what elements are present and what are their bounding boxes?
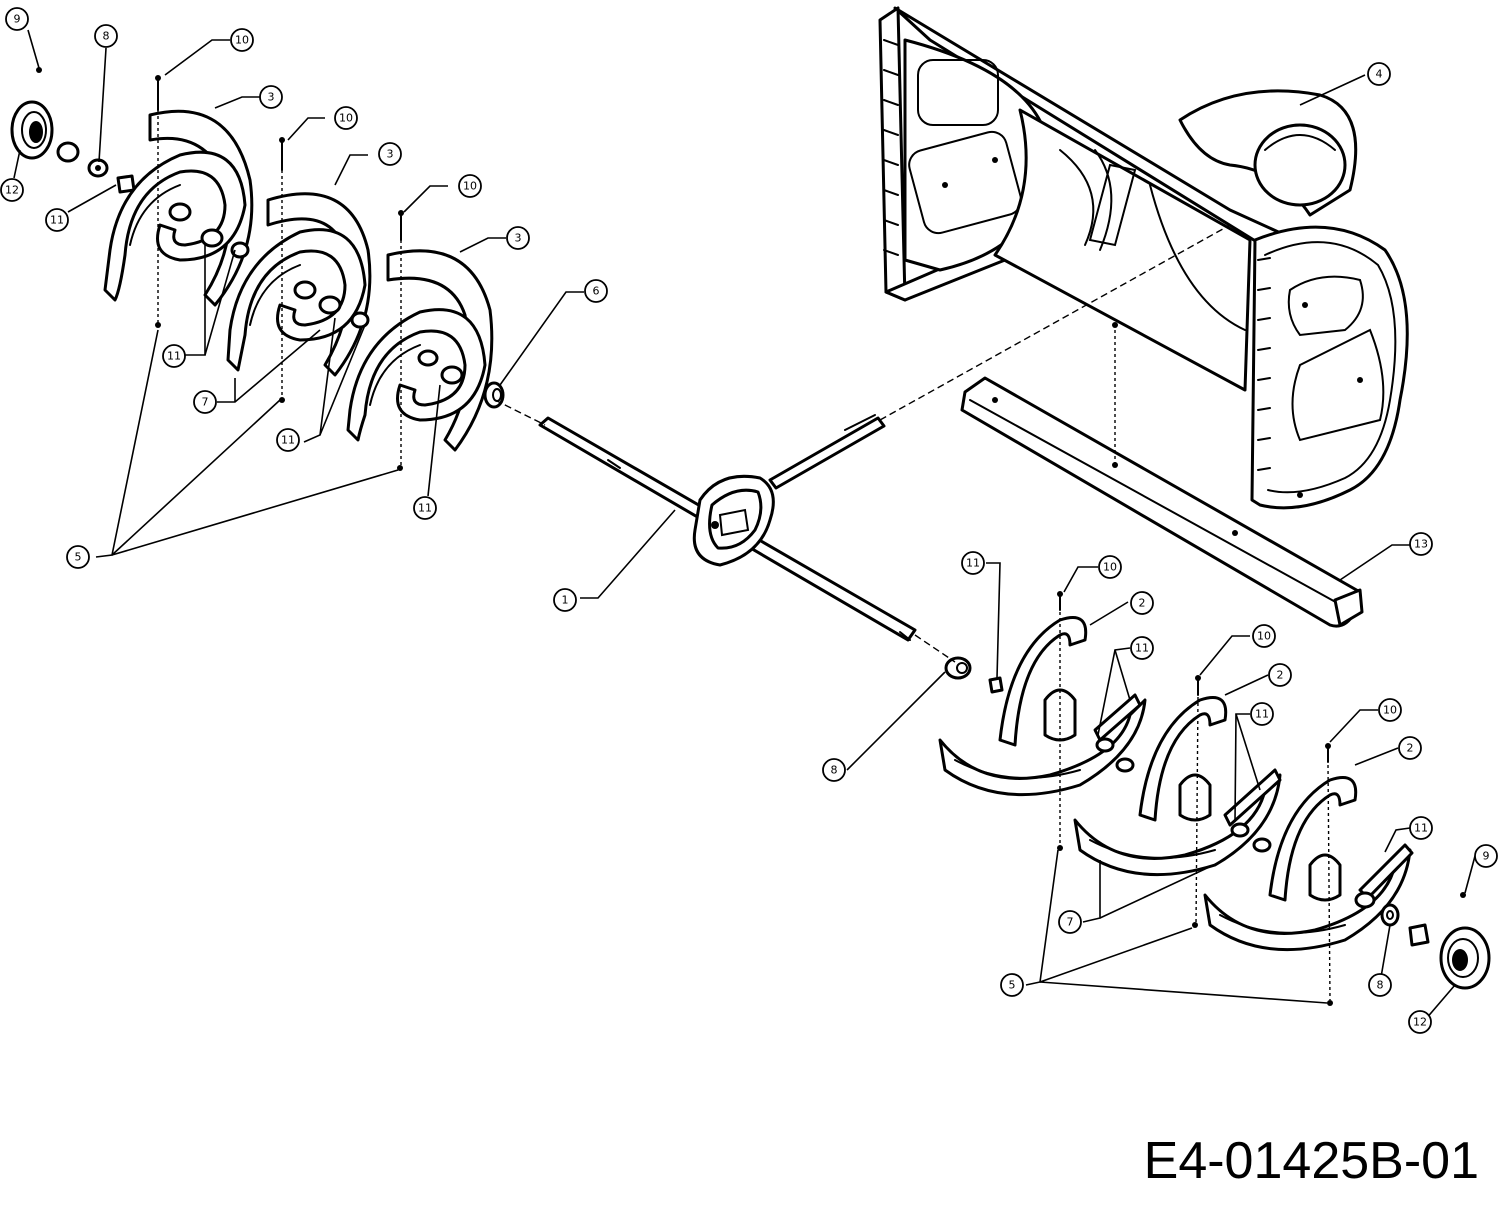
callout-1: 1: [553, 588, 577, 612]
auger-housing: [878, 6, 1409, 510]
auger-flight-left-3: [346, 249, 494, 452]
svg-text:11: 11: [50, 214, 64, 227]
svg-text:11: 11: [1255, 708, 1269, 721]
bearing-left: [10, 67, 136, 194]
callout-10: 10: [1252, 624, 1276, 648]
callout-11: 11: [162, 344, 186, 368]
auger-flight-right-2: [1073, 696, 1282, 877]
svg-text:2: 2: [1407, 742, 1414, 755]
auger-flight-left-1: [103, 109, 254, 307]
svg-text:11: 11: [281, 434, 295, 447]
svg-text:12: 12: [5, 184, 19, 197]
callout-9: 9: [5, 7, 29, 31]
callout-8: 8: [1368, 973, 1392, 997]
callout-12: 12: [1408, 1010, 1432, 1034]
callout-11: 11: [413, 496, 437, 520]
fasteners: [155, 75, 1333, 1006]
center-lines: [157, 110, 1331, 1001]
callout-7: 7: [193, 390, 217, 414]
svg-text:10: 10: [235, 34, 249, 47]
svg-text:3: 3: [268, 91, 275, 104]
callouts: 9 8 10 3 4 12 11 10 3 10 3 11 7 11 11 6 …: [0, 7, 1498, 1034]
svg-text:8: 8: [103, 30, 110, 43]
svg-text:10: 10: [1257, 630, 1271, 643]
svg-text:6: 6: [593, 285, 600, 298]
svg-text:8: 8: [831, 764, 838, 777]
svg-text:5: 5: [75, 551, 82, 564]
svg-text:4: 4: [1376, 68, 1383, 81]
callout-5: 5: [1000, 973, 1024, 997]
callout-10: 10: [334, 106, 358, 130]
svg-text:11: 11: [1135, 642, 1149, 655]
callout-11: 11: [1130, 636, 1154, 660]
callout-12: 12: [0, 178, 24, 202]
callout-3: 3: [259, 85, 283, 109]
drawing-code: E4-01425B-01: [1143, 1132, 1479, 1190]
svg-text:11: 11: [167, 350, 181, 363]
callout-10: 10: [230, 28, 254, 52]
svg-text:7: 7: [1067, 916, 1074, 929]
svg-text:10: 10: [339, 112, 353, 125]
auger-flight-right-3: [1203, 776, 1414, 952]
callout-10: 10: [1098, 555, 1122, 579]
callout-2: 2: [1398, 736, 1422, 760]
callout-11: 11: [961, 551, 985, 575]
callout-13: 13: [1409, 532, 1433, 556]
callout-11: 11: [45, 208, 69, 232]
auger-flight-right-1: [938, 616, 1147, 797]
svg-text:10: 10: [463, 180, 477, 193]
callout-3: 3: [506, 226, 530, 250]
svg-text:11: 11: [1414, 822, 1428, 835]
svg-text:8: 8: [1377, 979, 1384, 992]
callout-11: 11: [276, 428, 300, 452]
svg-text:11: 11: [418, 502, 432, 515]
callout-10: 10: [1378, 698, 1402, 722]
svg-text:5: 5: [1009, 979, 1016, 992]
auger-flight-left-2: [226, 192, 372, 377]
callout-4: 4: [1367, 62, 1391, 86]
svg-text:10: 10: [1103, 561, 1117, 574]
callout-11: 11: [1409, 816, 1433, 840]
svg-text:3: 3: [515, 232, 522, 245]
callout-6: 6: [584, 279, 608, 303]
svg-text:13: 13: [1414, 538, 1428, 551]
svg-text:10: 10: [1383, 704, 1397, 717]
svg-text:12: 12: [1413, 1016, 1427, 1029]
callout-2: 2: [1130, 591, 1154, 615]
scraper-bar: [960, 376, 1364, 628]
callout-2: 2: [1268, 663, 1292, 687]
svg-text:2: 2: [1277, 669, 1284, 682]
svg-text:9: 9: [1483, 850, 1490, 863]
callout-9: 9: [1474, 844, 1498, 868]
callout-10: 10: [458, 174, 482, 198]
svg-text:7: 7: [202, 396, 209, 409]
callout-3: 3: [378, 142, 402, 166]
gearbox: [692, 474, 775, 567]
bearing-right: [1380, 892, 1491, 990]
svg-text:11: 11: [966, 557, 980, 570]
callout-8: 8: [822, 758, 846, 782]
svg-text:3: 3: [387, 148, 394, 161]
callout-5: 5: [66, 545, 90, 569]
svg-text:9: 9: [14, 13, 21, 26]
svg-text:2: 2: [1139, 597, 1146, 610]
callout-11: 11: [1250, 702, 1274, 726]
callout-8: 8: [94, 24, 118, 48]
callout-7: 7: [1058, 910, 1082, 934]
leader-lines: [13, 29, 1476, 1021]
bushing-6-right: [944, 656, 1004, 694]
svg-text:1: 1: [562, 594, 569, 607]
